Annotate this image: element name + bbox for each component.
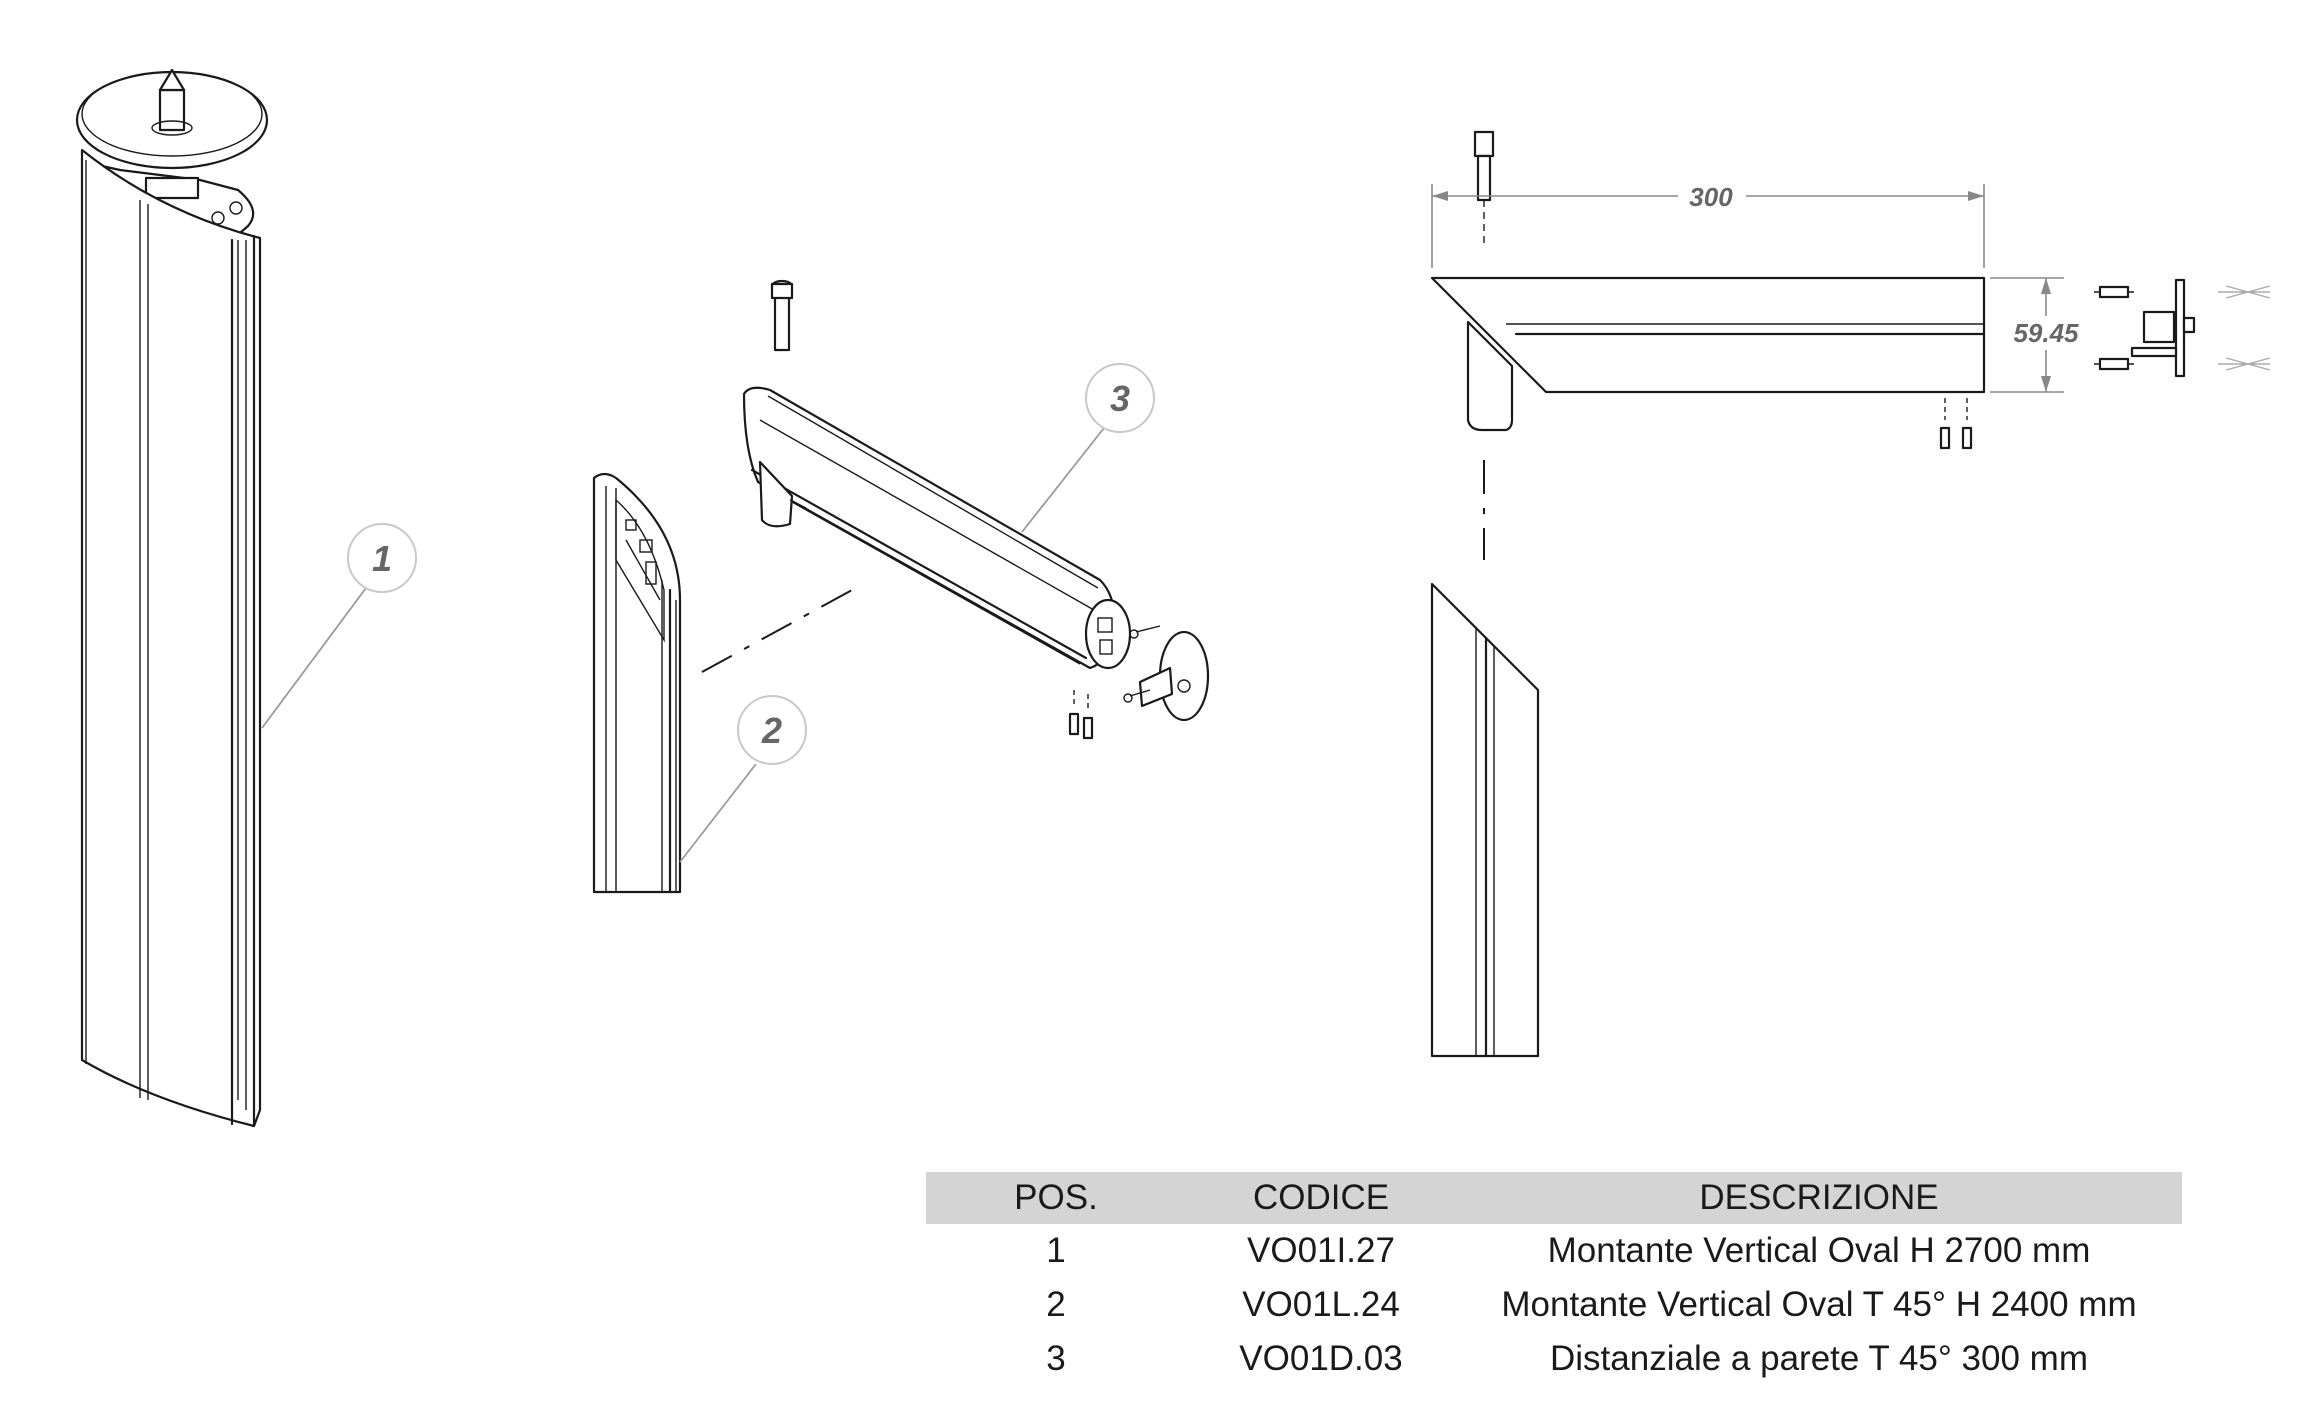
header-descrizione: DESCRIZIONE xyxy=(1456,1172,2182,1224)
table-row: 1 VO01I.27 Montante Vertical Oval H 2700… xyxy=(926,1224,2182,1278)
callout-3-label: 3 xyxy=(1110,378,1130,419)
part-1-vertical-post xyxy=(75,68,269,1128)
row-code: VO01I.27 xyxy=(1247,1231,1395,1270)
row-description: Montante Vertical Oval T 45° H 2400 mm xyxy=(1501,1285,2137,1324)
callout-2: 2 xyxy=(679,695,807,863)
table-row: 3 VO01D.03 Distanziale a parete T 45° 30… xyxy=(926,1332,2182,1386)
part-3-wall-spacer xyxy=(742,279,1210,740)
callout-3: 3 xyxy=(1021,363,1155,533)
row-description: Montante Vertical Oval H 2700 mm xyxy=(1547,1231,2091,1270)
row-code: VO01L.24 xyxy=(1242,1285,1400,1324)
row-pos: 1 xyxy=(1046,1231,1066,1270)
side-view: 300 59.45 xyxy=(1420,130,2271,1080)
assembly-axis xyxy=(701,589,853,673)
part-2-angled-post xyxy=(592,472,682,894)
dimension-height: 59.45 xyxy=(2013,318,2079,348)
table-row: 2 VO01L.24 Montante Vertical Oval T 45° … xyxy=(926,1278,2182,1332)
callout-1: 1 xyxy=(261,523,417,729)
table-header-row: POS. CODICE DESCRIZIONE xyxy=(926,1172,2182,1224)
header-pos: POS. xyxy=(926,1172,1186,1224)
callout-1-label: 1 xyxy=(372,538,392,579)
header-codice: CODICE xyxy=(1186,1172,1456,1224)
dimension-width: 300 xyxy=(1689,182,1733,212)
parts-table: POS. CODICE DESCRIZIONE 1 VO01I.27 Monta… xyxy=(926,1172,2182,1386)
row-code: VO01D.03 xyxy=(1239,1339,1403,1378)
row-description: Distanziale a parete T 45° 300 mm xyxy=(1550,1339,2088,1378)
callout-2-label: 2 xyxy=(761,710,782,751)
row-pos: 2 xyxy=(1046,1285,1066,1324)
row-pos: 3 xyxy=(1046,1339,1066,1378)
